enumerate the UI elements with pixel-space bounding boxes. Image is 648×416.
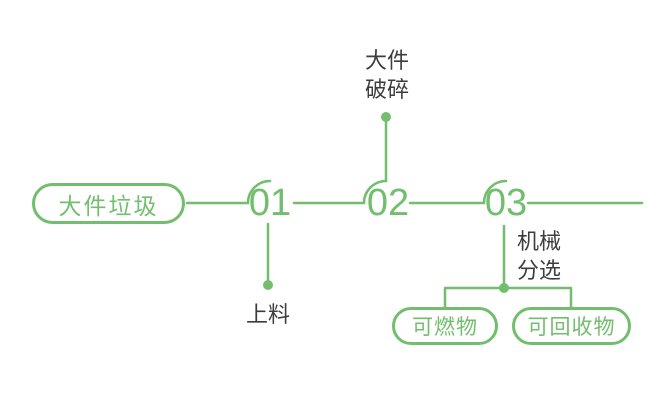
step-label-crushing: 大件 破碎 [364,48,409,102]
step-label-sorting: 机械 分选 [517,229,562,283]
hook-arc-02 [362,179,388,205]
hook-arc-01 [246,179,272,205]
start-pill: 大件垃圾 [32,183,185,224]
node-dot-02 [381,112,391,122]
step-number-02: 02 [366,182,410,224]
hook-arc-03 [482,179,508,205]
node-dot-01 [263,280,273,290]
output-pill-combustible-label: 可燃物 [412,316,478,339]
step-number-03: 03 [484,182,528,224]
output-pill-recyclable: 可回收物 [512,307,631,345]
output-pill-recyclable-label: 可回收物 [527,316,616,339]
branch-bracket [443,286,573,309]
output-pill-combustible: 可燃物 [392,307,498,345]
step-number-01: 01 [248,182,292,224]
step-label-loading: 上料 [245,302,290,327]
start-pill-label: 大件垃圾 [58,192,159,219]
